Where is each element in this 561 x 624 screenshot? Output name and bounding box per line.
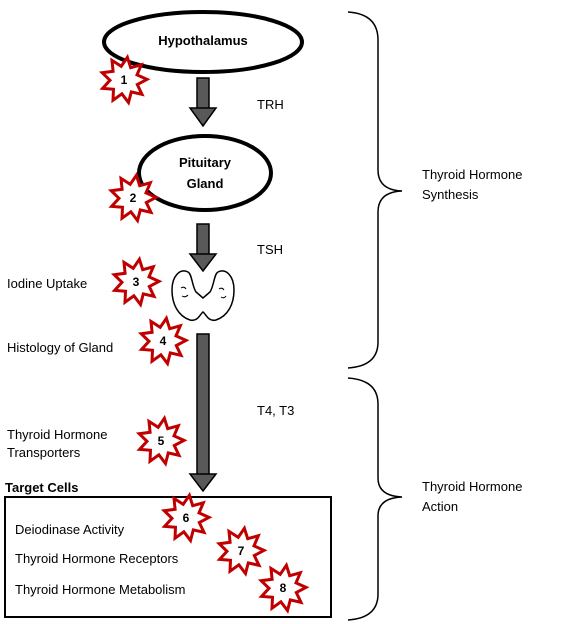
thyroid-gland-icon: [171, 270, 235, 322]
star-shape: [160, 491, 213, 544]
transporters-label-line1: Thyroid Hormone: [7, 427, 108, 442]
arrow-t4-t3: [188, 333, 218, 493]
histology-label: Histology of Gland: [7, 340, 114, 355]
action-label-line2: Action: [422, 499, 459, 514]
star-number: 4: [160, 334, 167, 348]
star-shape: [135, 414, 188, 467]
star-markers: 1 2 3 4 5 6 7 8: [98, 53, 310, 614]
action-bracket: [347, 377, 403, 621]
deiodinase-label: Deiodinase Activity: [15, 522, 125, 537]
star-number: 3: [133, 275, 140, 289]
star-number: 8: [280, 581, 287, 595]
tsh-label: TSH: [257, 242, 283, 257]
star-marker-1: 1: [98, 53, 151, 106]
pituitary-label-line1: Pituitary: [178, 155, 231, 170]
star-marker-5: 5: [135, 414, 188, 467]
t4-t3-label: T4, T3: [257, 403, 295, 418]
star-marker-3: 3: [110, 255, 163, 308]
action-label-line1: Thyroid Hormone: [422, 479, 523, 494]
arrow-trh: [188, 77, 218, 128]
star-shape: [98, 53, 151, 106]
receptors-label: Thyroid Hormone Receptors: [15, 551, 179, 566]
pituitary-node: [137, 134, 273, 212]
star-number: 7: [238, 544, 245, 558]
star-shape: [137, 314, 190, 367]
pituitary-label-line2: Gland: [186, 176, 224, 191]
star-marker-6: 6: [160, 491, 213, 544]
star-marker-7: 7: [215, 524, 268, 577]
hypothalamus-label: Hypothalamus: [158, 33, 248, 48]
star-marker-4: 4: [137, 314, 190, 367]
arrow-tsh: [188, 223, 218, 273]
metabolism-label: Thyroid Hormone Metabolism: [15, 582, 186, 597]
star-shape: [107, 171, 160, 224]
target-cells-label: Target Cells: [5, 480, 79, 495]
trh-label: TRH: [257, 97, 284, 112]
star-shape: [110, 255, 163, 308]
synthesis-label-line2: Synthesis: [422, 187, 479, 202]
hypothalamus-node: [102, 10, 304, 74]
synthesis-bracket: [347, 11, 403, 369]
star-shape: [215, 524, 268, 577]
star-number: 1: [121, 73, 128, 87]
iodine-uptake-label: Iodine Uptake: [7, 276, 88, 291]
star-marker-8: 8: [257, 561, 310, 614]
star-marker-2: 2: [107, 171, 160, 224]
transporters-label-line2: Transporters: [7, 445, 81, 460]
star-shape: [257, 561, 310, 614]
star-number: 2: [130, 191, 137, 205]
synthesis-label-line1: Thyroid Hormone: [422, 167, 523, 182]
star-number: 6: [183, 511, 190, 525]
star-number: 5: [158, 434, 165, 448]
